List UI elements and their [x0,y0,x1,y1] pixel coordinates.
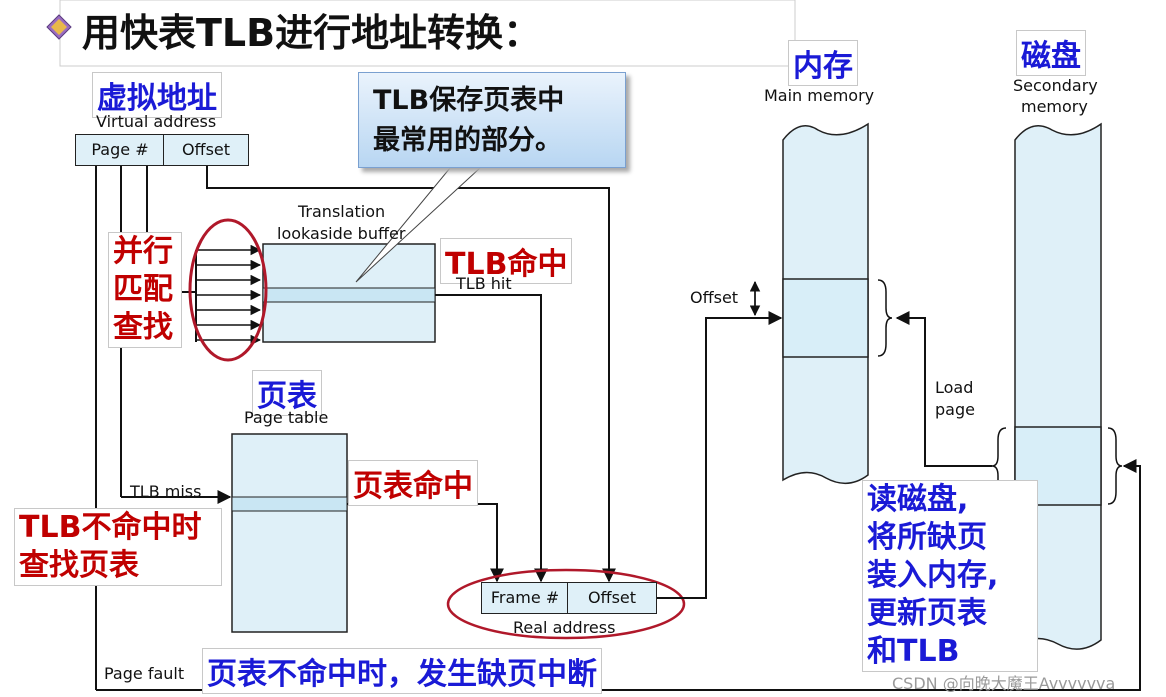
tlb-hit-cn: TLB命中 [440,238,573,284]
real-address-en: Real address [513,618,616,637]
virtual-address-cn: 虚拟地址 [92,72,222,118]
page-title: 用快表TLB进行地址转换： [82,11,542,55]
page-table-hit-cn: 页表命中 [348,460,478,506]
real-offset-cell: Offset [567,582,657,614]
tlb-en-line1: Translation [298,202,386,221]
secondary-en-line1: Secondary [1013,76,1098,95]
disk-cn: 磁盘 [1016,30,1086,76]
virtual-address-en: Virtual address [96,112,217,131]
disk-read-note: 读磁盘, 将所缺页 装入内存, 更新页表 和TLB [862,480,1038,672]
load-page-line1: Load [935,378,974,397]
main-memory-cn: 内存 [788,40,858,86]
parallel-line1: 并行 [113,234,173,269]
tlb-callout-line1: TLB保存页表中 [373,85,565,116]
tlb-miss-cn: TLB不命中时 查找页表 [14,508,222,586]
tlb-miss-cn-line1: TLB不命中时 [19,510,202,545]
page-fault-cn: 页表不命中时，发生缺页中断 [202,648,602,694]
main-memory-en: Main memory [764,86,875,105]
page-fault-en: Page fault [104,664,185,683]
disk-read-line2: 将所缺页 [867,520,987,555]
secondary-en-line2: memory [1021,97,1088,116]
disk-read-line1: 读磁盘, [867,482,969,517]
tlb-miss-en: TLB miss [130,482,202,501]
disk-read-line5: 和TLB [867,634,960,669]
diamond-bullet-icon [46,14,72,40]
page-table-cn: 页表 [252,370,322,416]
disk-read-line4: 更新页表 [867,596,987,631]
watermark: CSDN @向晚大魔王Avvvvvva [892,674,1116,693]
tlb-hit-en: TLB hit [456,274,512,293]
tlb-callout: TLB保存页表中 最常用的部分。 [358,72,626,168]
memory-offset-label: Offset [690,288,739,307]
page-number-cell: Page # [75,134,165,166]
page-table-en: Page table [244,408,329,427]
parallel-ellipse [188,218,268,362]
tlb-callout-line2: 最常用的部分。 [373,125,562,156]
page-table-row [231,496,348,512]
main-memory-page [782,278,869,358]
parallel-line2: 匹配 [113,272,173,307]
tlb-miss-cn-line2: 查找页表 [19,548,139,583]
tlb-hit-row [262,287,436,303]
frame-number-cell: Frame # [481,582,569,614]
load-page-line2: page [935,400,975,419]
parallel-line3: 查找 [113,310,173,345]
offset-cell: Offset [163,134,249,166]
real-address-ellipse [446,568,686,640]
page-table-box [231,433,348,633]
tlb-en-line2: lookaside buffer [277,224,406,243]
parallel-search-label: 并行 匹配 查找 [108,232,182,348]
disk-read-line3: 装入内存, [867,558,999,593]
